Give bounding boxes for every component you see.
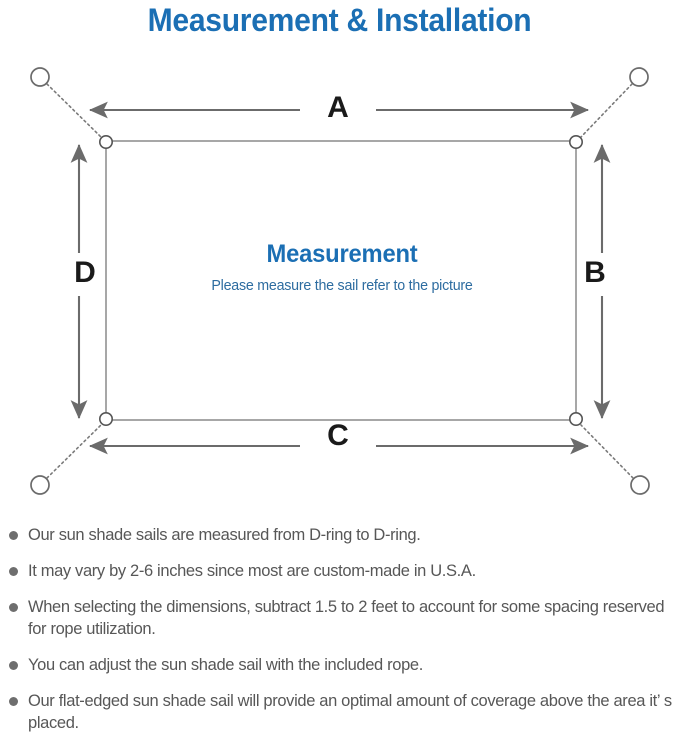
d-rings bbox=[99, 135, 583, 426]
dimension-label-c: C bbox=[327, 419, 349, 452]
anchor-point-bottom-right bbox=[630, 475, 650, 495]
rope-line-top-right bbox=[580, 83, 633, 138]
note-text: You can adjust the sun shade sail with t… bbox=[28, 656, 423, 674]
rope-line-bottom-right bbox=[580, 424, 634, 479]
d-ring-top-left bbox=[99, 135, 114, 150]
dimension-label-a: A bbox=[327, 91, 349, 124]
page-title: Measurement & Installation bbox=[147, 2, 532, 38]
note-text: It may vary by 2-6 inches since most are… bbox=[28, 562, 476, 580]
d-ring-top-right bbox=[568, 135, 583, 150]
note-text: Our flat-edged sun shade sail will provi… bbox=[28, 692, 672, 732]
rope-line-top-left bbox=[46, 83, 102, 138]
anchor-point-top-left bbox=[30, 67, 50, 87]
d-ring-bottom-left bbox=[99, 411, 114, 426]
list-item: When selecting the dimensions, subtract … bbox=[0, 596, 679, 640]
note-text: When selecting the dimensions, subtract … bbox=[28, 598, 665, 638]
notes-list: Our sun shade sails are measured from D-… bbox=[0, 524, 679, 748]
list-item: You can adjust the sun shade sail with t… bbox=[0, 654, 679, 676]
rope-lines bbox=[46, 83, 634, 479]
dimension-label-b: B bbox=[584, 256, 606, 289]
list-item: It may vary by 2-6 inches since most are… bbox=[0, 560, 679, 582]
bullet-icon bbox=[9, 531, 18, 540]
anchor-point-top-right bbox=[629, 67, 649, 87]
dimension-label-d: D bbox=[74, 256, 96, 289]
sail-center-subtitle: Please measure the sail refer to the pic… bbox=[211, 277, 473, 294]
anchor-points bbox=[30, 67, 650, 495]
diagram-svg bbox=[30, 67, 650, 495]
d-ring-bottom-right bbox=[568, 411, 583, 426]
note-text: Our sun shade sails are measured from D-… bbox=[28, 526, 421, 544]
list-item: Our sun shade sails are measured from D-… bbox=[0, 524, 679, 546]
sail-body bbox=[105, 140, 577, 421]
bullet-icon bbox=[9, 567, 18, 576]
rope-line-bottom-left bbox=[46, 424, 102, 479]
sail-center-title: Measurement bbox=[266, 240, 418, 268]
bullet-icon bbox=[9, 697, 18, 706]
bullet-icon bbox=[9, 603, 18, 612]
list-item: Our flat-edged sun shade sail will provi… bbox=[0, 690, 679, 734]
measurement-diagram: A B C D Measurement Please measure the s… bbox=[0, 48, 679, 518]
bullet-icon bbox=[9, 661, 18, 670]
anchor-point-bottom-left bbox=[30, 475, 50, 495]
dimension-arrows bbox=[70, 101, 611, 455]
